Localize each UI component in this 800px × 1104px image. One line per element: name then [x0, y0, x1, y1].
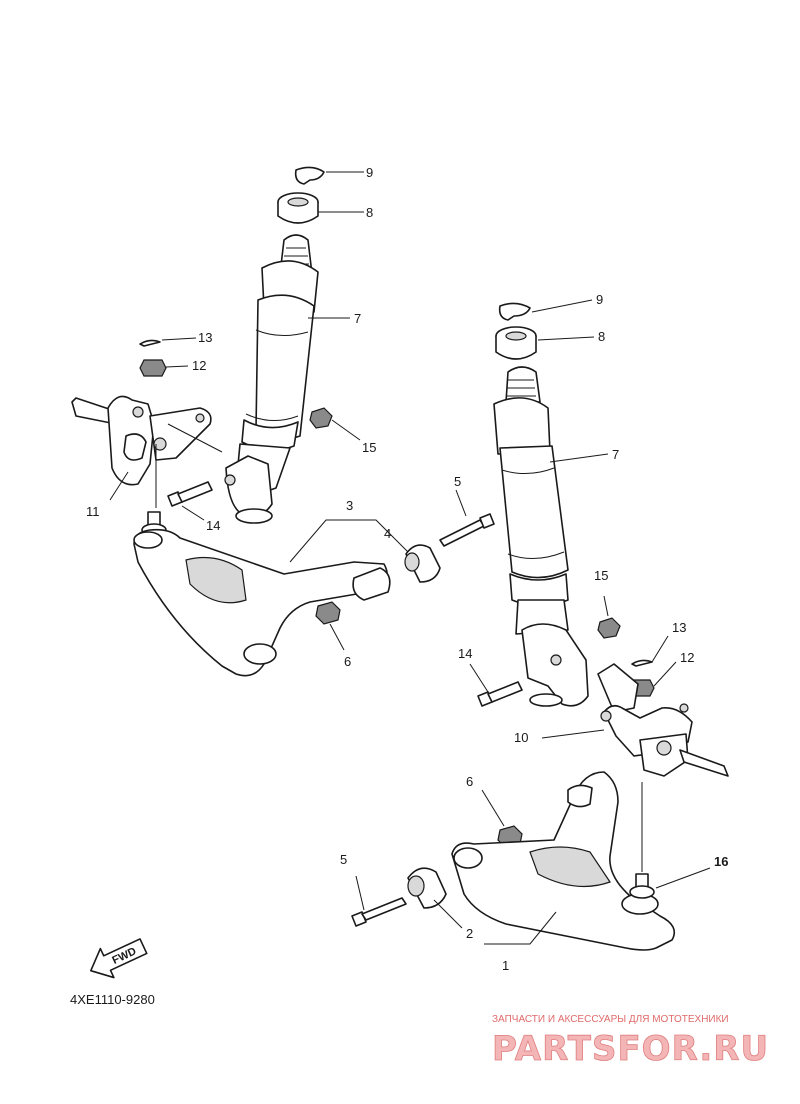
bolt-14-right [477, 681, 523, 707]
diagram-code: 4XE1110-9280 [70, 992, 155, 1007]
bolt-5-right [351, 897, 407, 927]
callout-10: 10 [514, 730, 528, 745]
callout-12-right: 12 [680, 650, 694, 665]
lower-arm-1-right [451, 771, 676, 951]
bushing-4-left [404, 544, 441, 583]
castle-nut-left [139, 359, 167, 377]
bushing-8-right [495, 326, 537, 360]
callout-7-left: 7 [354, 311, 361, 326]
callout-14-right: 14 [458, 646, 472, 661]
circlip-right [498, 302, 531, 321]
callout-9-left: 9 [366, 165, 373, 180]
callout-4: 4 [384, 526, 391, 541]
callout-15-left: 15 [362, 440, 376, 455]
bolt-14-left [167, 481, 213, 507]
shock-absorber-right [493, 366, 589, 707]
knuckle-10-right [597, 663, 729, 777]
nut-15-right [597, 617, 621, 639]
callout-2: 2 [466, 926, 473, 941]
ball-joint-right [629, 873, 655, 899]
callout-6-left: 6 [344, 654, 351, 669]
fwd-arrow: FWD [90, 938, 148, 979]
watermark-brand: PARTSFOR.RU [492, 1029, 769, 1069]
cotter-pin-left [139, 339, 161, 347]
callout-8-left: 8 [366, 205, 373, 220]
callout-13-left: 13 [198, 330, 212, 345]
circlip-left [294, 166, 325, 185]
bolt-5-left [439, 513, 495, 547]
callout-16: 16 [714, 854, 728, 869]
leader-lines [109, 171, 711, 945]
cotter-pin-right [631, 659, 653, 667]
knuckle-11-left [71, 395, 212, 486]
watermark: ЗАПЧАСТИ И АКСЕССУАРЫ ДЛЯ МОТОТЕХНИКИ PA… [492, 1014, 769, 1069]
callout-14-left: 14 [206, 518, 220, 533]
callout-15-right: 15 [594, 568, 608, 583]
callout-5-left: 5 [454, 474, 461, 489]
callout-11: 11 [86, 504, 100, 519]
callout-1: 1 [502, 958, 509, 973]
nut-15-left [309, 407, 333, 429]
callout-labels: 9 8 7 13 12 15 11 14 3 4 5 6 9 8 7 15 13… [86, 165, 728, 973]
callout-8-right: 8 [598, 329, 605, 344]
callout-12-left: 12 [192, 358, 206, 373]
callout-5-right: 5 [340, 852, 347, 867]
lower-arm-3-left [133, 528, 391, 677]
callout-7-right: 7 [612, 447, 619, 462]
callout-6-right: 6 [466, 774, 473, 789]
bushing-2-right [407, 867, 447, 909]
watermark-tagline: ЗАПЧАСТИ И АКСЕССУАРЫ ДЛЯ МОТОТЕХНИКИ [492, 1014, 729, 1025]
shock-absorber-left [224, 234, 319, 524]
callout-9-right: 9 [596, 292, 603, 307]
nut-6-left [315, 601, 341, 625]
bushing-8-left [277, 192, 319, 224]
callout-13-right: 13 [672, 620, 686, 635]
callout-3: 3 [346, 498, 353, 513]
